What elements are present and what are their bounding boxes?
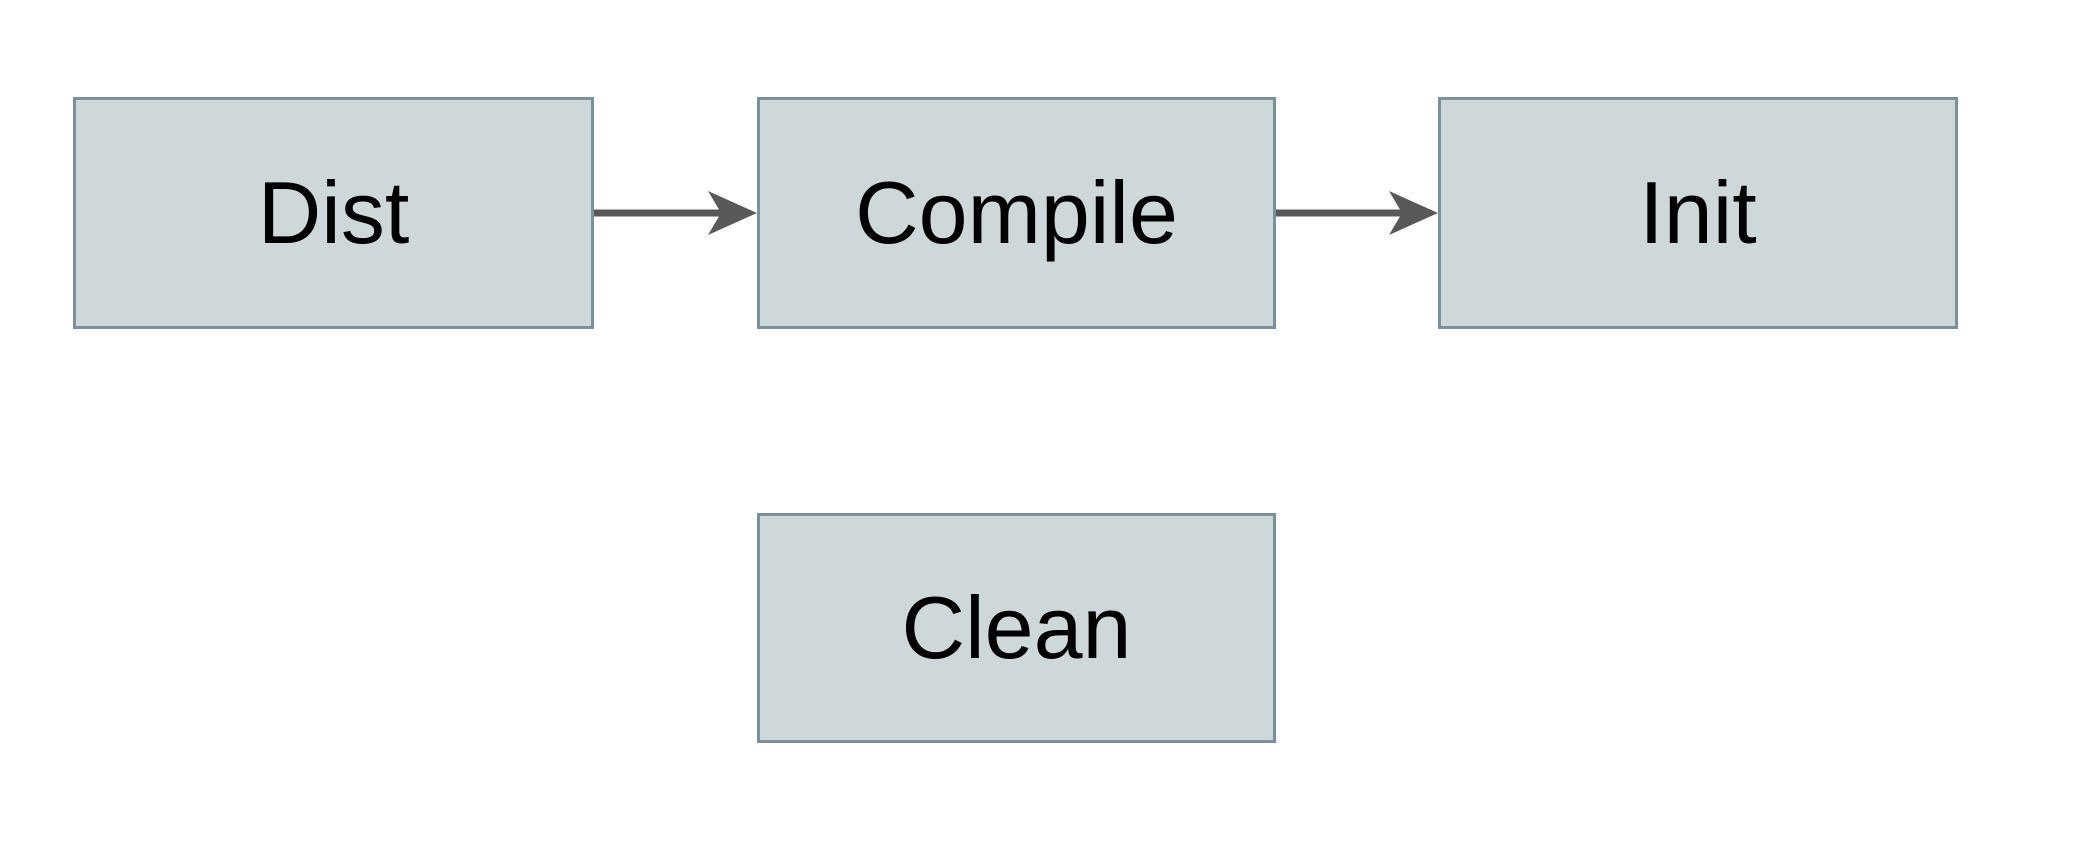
node-clean-label: Clean bbox=[901, 578, 1132, 677]
node-clean: Clean bbox=[757, 513, 1276, 743]
arrow-head-icon bbox=[1389, 191, 1438, 235]
node-compile: Compile bbox=[757, 97, 1276, 329]
arrow-head-icon bbox=[708, 191, 757, 235]
node-dist: Dist bbox=[73, 97, 594, 329]
arrow-compile-to-init bbox=[1276, 191, 1438, 235]
node-compile-label: Compile bbox=[855, 163, 1178, 262]
node-dist-label: Dist bbox=[257, 163, 410, 262]
node-init: Init bbox=[1438, 97, 1958, 329]
node-init-label: Init bbox=[1639, 163, 1757, 262]
arrow-dist-to-compile bbox=[594, 191, 757, 235]
